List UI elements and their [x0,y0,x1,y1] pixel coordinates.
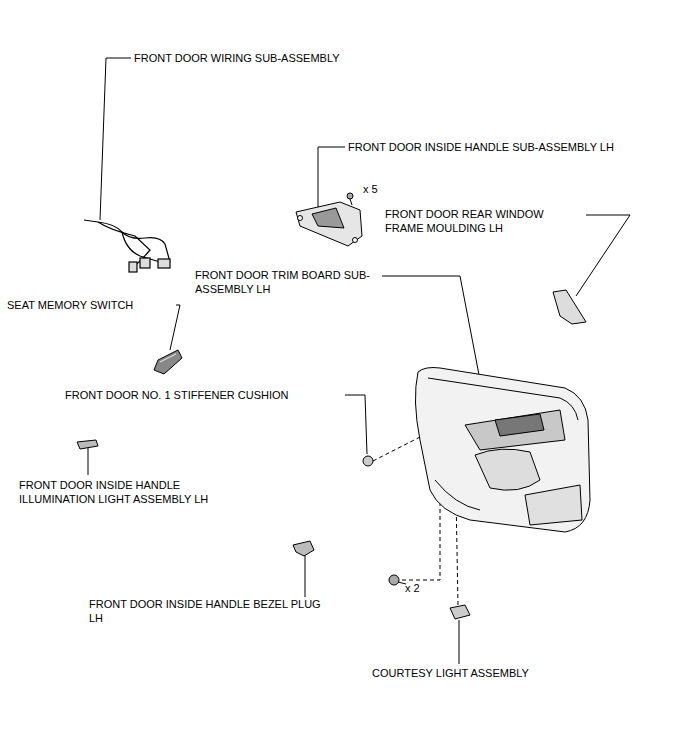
door-trim-board [415,368,590,533]
quantity: x 2 [405,581,420,595]
part-name: FRONT DOOR INSIDE HANDLE SUB-ASSEMBLY LH [348,140,614,154]
leader-line [88,447,89,475]
inside-handle [296,193,362,246]
stiffener-cushion [363,456,373,466]
window-moulding [553,290,586,324]
courtesy-light [450,605,470,619]
leader-line [100,58,131,220]
leader-line [318,147,345,210]
bezel-plug [293,541,314,556]
part-name: FRONT DOOR INSIDE HANDLE ILLUMINATION LI… [19,478,249,506]
leader-line [459,620,460,664]
quantity: x 5 [363,182,378,196]
part-name: COURTESY LIGHT ASSEMBLY [372,666,529,680]
illumination-light [77,440,98,449]
wiring-harness [84,220,170,272]
part-name: FRONT DOOR TRIM BOARD SUB-ASSEMBLY LH [195,268,370,296]
part-name: FRONT DOOR REAR WINDOW FRAME MOULDING LH [385,207,570,235]
install-line [373,437,420,461]
leader-line [576,215,630,296]
part-name: FRONT DOOR INSIDE HANDLE BEZEL PLUG LH [89,597,321,625]
leader-line [345,395,367,454]
part-name: FRONT DOOR NO. 1 STIFFENER CUSHION [65,388,288,402]
screw [389,575,406,585]
part-name: FRONT DOOR WIRING SUB-ASSEMBLY [134,51,340,65]
leader-line [170,305,180,350]
leader-line [382,276,480,380]
part-name: SEAT MEMORY SWITCH [7,298,133,312]
memory-switch [154,350,182,374]
leader-line [305,554,306,597]
